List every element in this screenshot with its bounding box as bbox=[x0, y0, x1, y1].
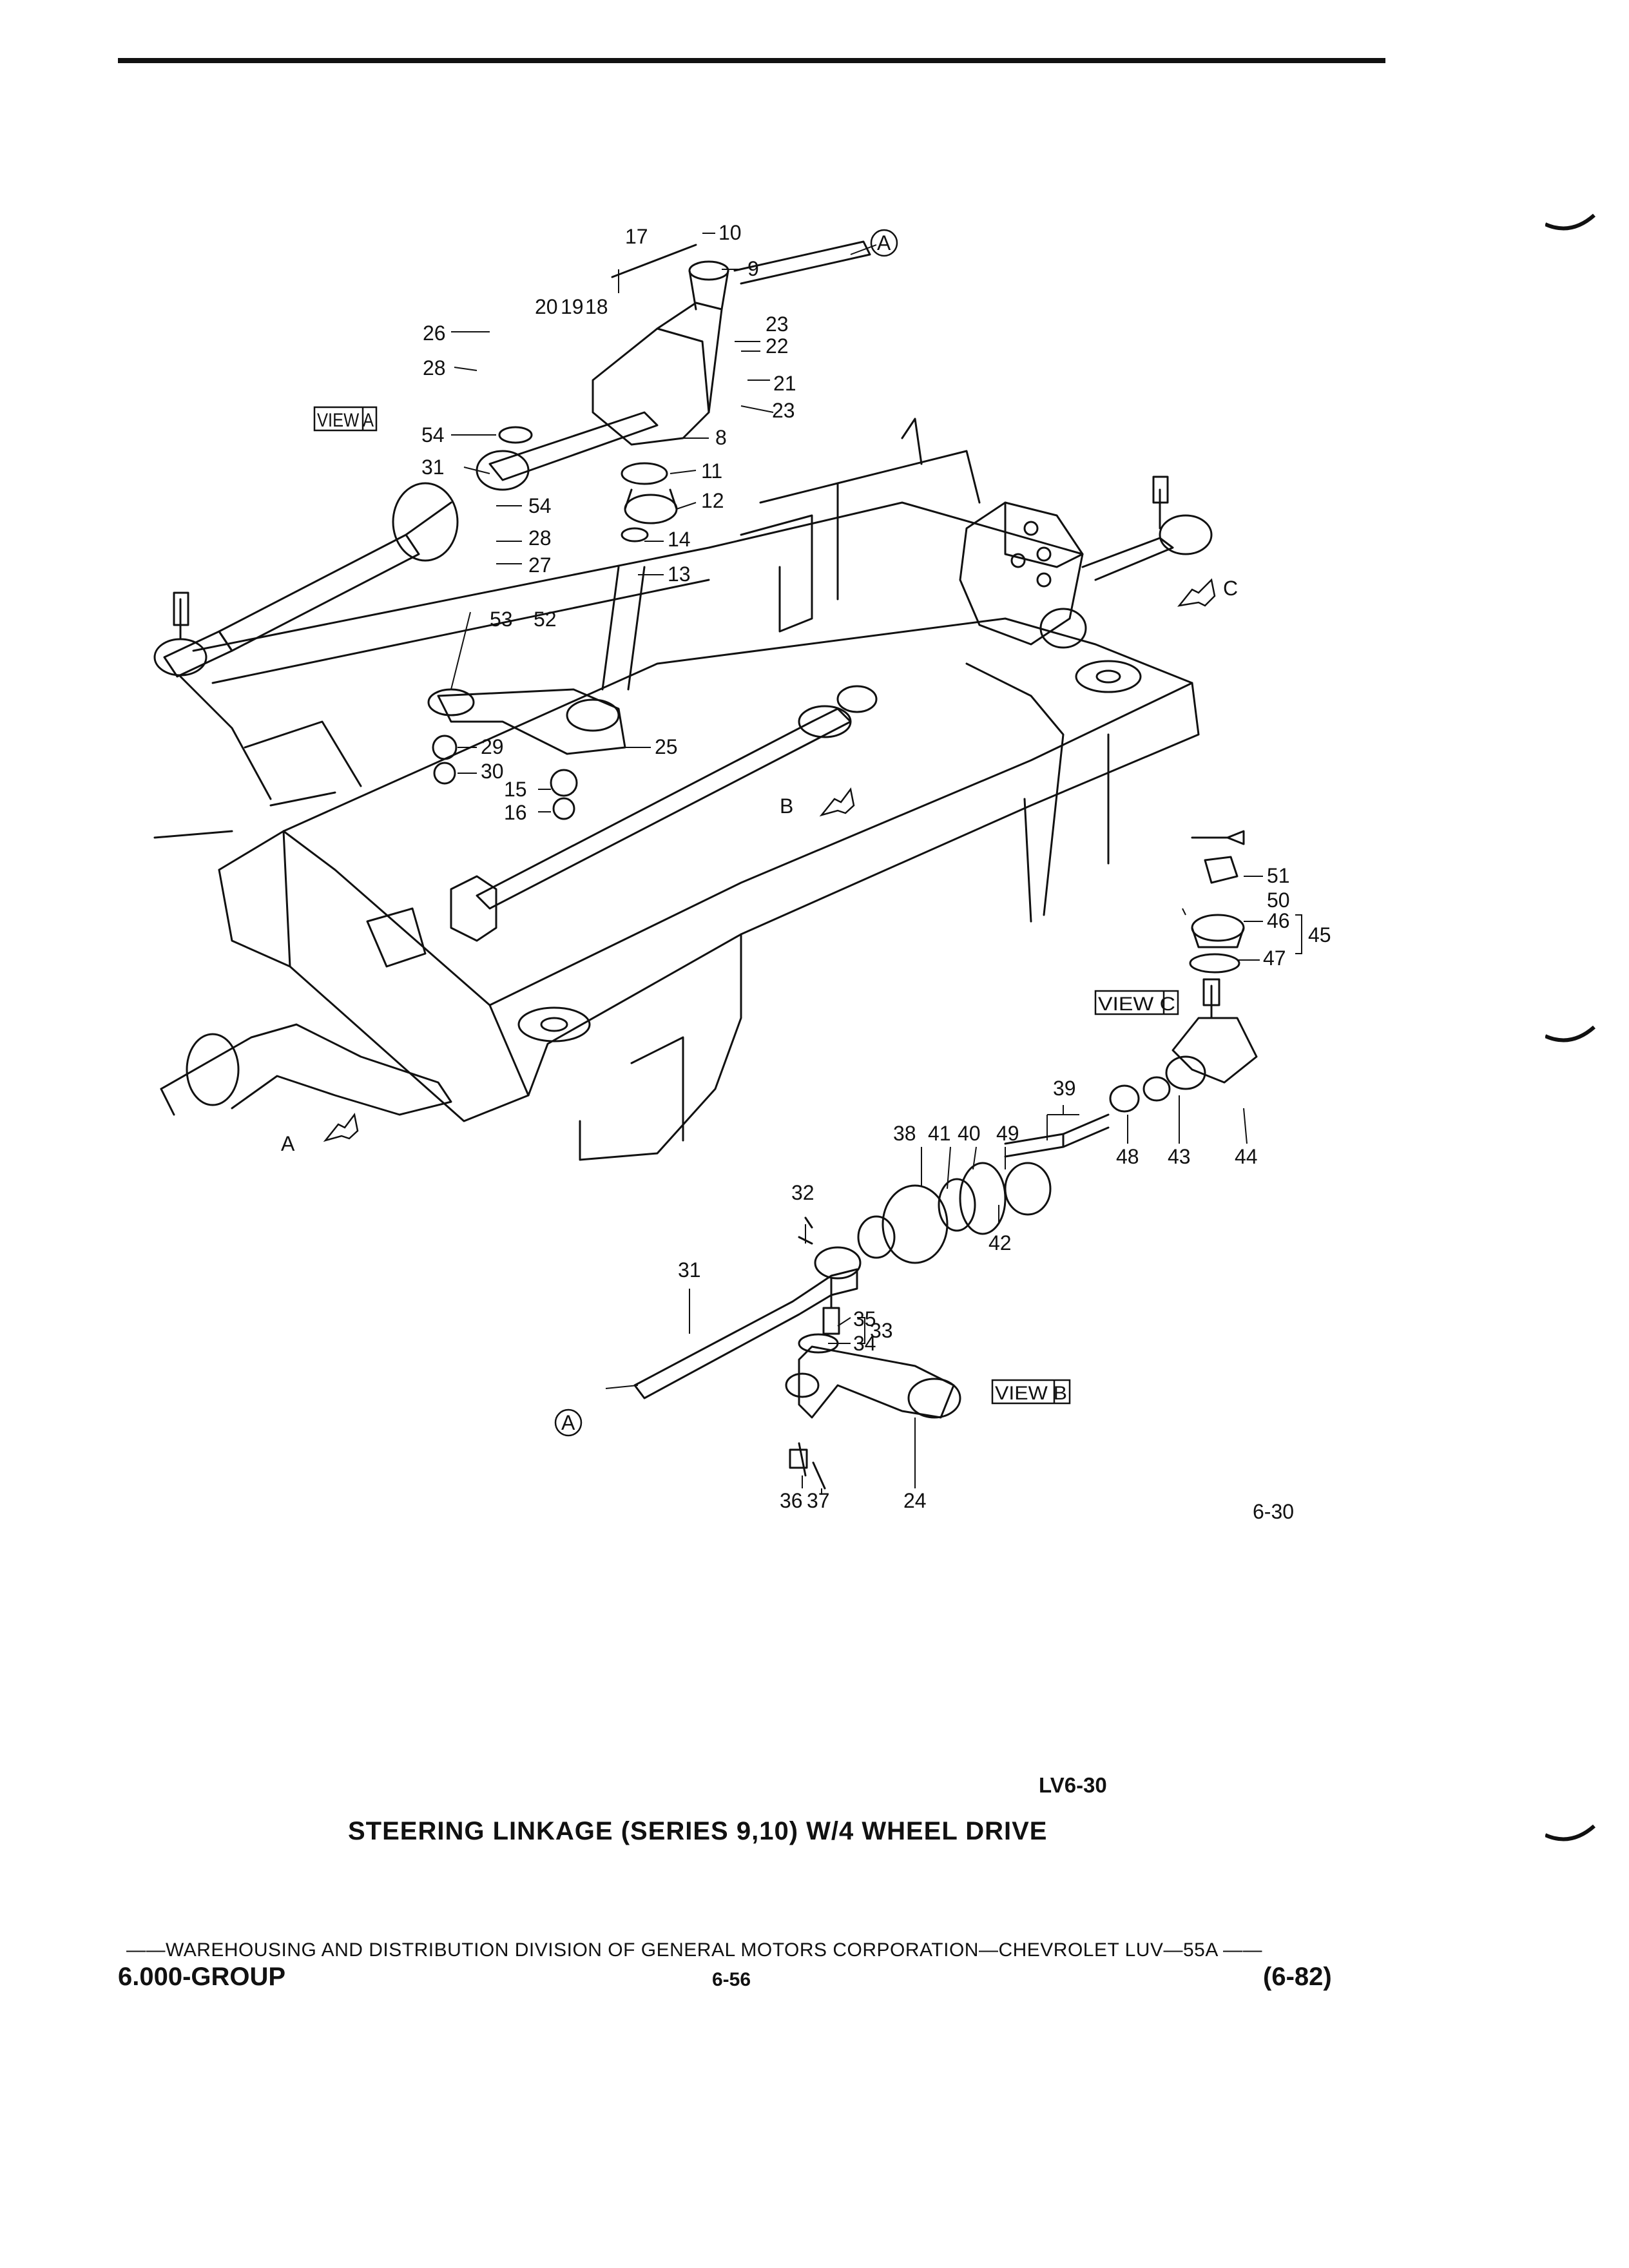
binding-mark-bottom bbox=[1545, 1824, 1595, 1841]
binding-mark-top bbox=[1545, 213, 1595, 231]
label-30: 30 bbox=[481, 760, 504, 783]
label-31b: 31 bbox=[678, 1258, 701, 1282]
label-52: 52 bbox=[534, 608, 557, 631]
label-14: 14 bbox=[668, 528, 691, 551]
label-26: 26 bbox=[423, 322, 446, 345]
label-12: 12 bbox=[701, 489, 724, 512]
view-c-box bbox=[1094, 990, 1179, 1015]
frame-drawing bbox=[153, 418, 1200, 1161]
label-9: 9 bbox=[747, 257, 759, 280]
view-a-box bbox=[313, 406, 378, 432]
footer-date: (6-82) bbox=[1263, 1963, 1332, 1991]
label-15: 15 bbox=[504, 778, 527, 801]
view-a-label: VIEW A bbox=[317, 410, 374, 431]
label-a-circle: A bbox=[561, 1411, 575, 1434]
label-21: 21 bbox=[773, 372, 796, 395]
label-39: 39 bbox=[1053, 1077, 1076, 1100]
label-53: 53 bbox=[490, 608, 513, 631]
label-29: 29 bbox=[481, 735, 504, 758]
label-17: 17 bbox=[625, 225, 648, 248]
label-27: 27 bbox=[528, 553, 552, 577]
label-37: 37 bbox=[807, 1489, 830, 1512]
view-c-label: VIEW C bbox=[1098, 994, 1175, 1015]
label-46: 46 bbox=[1267, 909, 1290, 932]
label-49: 49 bbox=[996, 1122, 1019, 1145]
label-32: 32 bbox=[791, 1181, 815, 1204]
label-24: 24 bbox=[903, 1489, 927, 1512]
label-38: 38 bbox=[893, 1122, 916, 1145]
label-11: 11 bbox=[701, 459, 722, 483]
label-c: C bbox=[1223, 577, 1238, 600]
label-18: 18 bbox=[585, 295, 608, 318]
label-47: 47 bbox=[1263, 947, 1286, 970]
label-35: 35 bbox=[853, 1307, 876, 1331]
label-22: 22 bbox=[766, 334, 789, 358]
label-48: 48 bbox=[1116, 1145, 1139, 1168]
part-labels: 10 9 17 A 20 19 18 23 22 21 23 26 28 VIE… bbox=[281, 221, 1331, 1512]
label-43: 43 bbox=[1168, 1145, 1191, 1168]
label-25: 25 bbox=[655, 735, 678, 758]
label-a-top: A bbox=[877, 231, 891, 255]
label-54a: 54 bbox=[421, 423, 445, 447]
label-34: 34 bbox=[853, 1332, 876, 1355]
footer-publisher-line: ——WAREHOUSING AND DISTRIBUTION DIVISION … bbox=[126, 1939, 1263, 1961]
label-23b: 23 bbox=[772, 399, 795, 422]
label-44: 44 bbox=[1235, 1145, 1258, 1168]
label-13: 13 bbox=[668, 562, 691, 586]
callout-a-circle-bottom bbox=[554, 1408, 583, 1437]
label-42: 42 bbox=[988, 1231, 1012, 1254]
label-40: 40 bbox=[958, 1122, 981, 1145]
label-28b: 28 bbox=[528, 526, 552, 550]
label-28a: 28 bbox=[423, 356, 446, 380]
label-54b: 54 bbox=[528, 494, 552, 517]
label-16: 16 bbox=[504, 801, 527, 824]
label-50: 50 bbox=[1267, 889, 1290, 912]
figure-number: 6-30 bbox=[1253, 1500, 1295, 1523]
view-b-box bbox=[991, 1379, 1071, 1405]
view-arrow-marks bbox=[323, 578, 1216, 1142]
label-36: 36 bbox=[780, 1489, 803, 1512]
label-33: 33 bbox=[870, 1319, 893, 1342]
footer-group: 6.000-GROUP bbox=[118, 1963, 286, 1991]
leader-lines bbox=[450, 233, 1263, 1495]
drawing-number: LV6-30 bbox=[1039, 1773, 1107, 1797]
label-41: 41 bbox=[928, 1122, 951, 1145]
page-title: STEERING LINKAGE (SERIES 9,10) W/4 WHEEL… bbox=[348, 1817, 1048, 1845]
label-51: 51 bbox=[1267, 864, 1290, 887]
top-rule bbox=[118, 58, 1385, 63]
view-b-label: VIEW B bbox=[995, 1383, 1067, 1404]
label-31a: 31 bbox=[421, 456, 445, 479]
label-23a: 23 bbox=[766, 312, 789, 336]
label-b: B bbox=[780, 794, 793, 818]
footer-page-number: 6-56 bbox=[712, 1969, 751, 1990]
linkage-parts bbox=[153, 240, 1258, 1490]
bracket-marks bbox=[857, 914, 1302, 1344]
label-20: 20 bbox=[535, 295, 558, 318]
label-8: 8 bbox=[715, 426, 727, 449]
label-10: 10 bbox=[718, 221, 742, 244]
label-19: 19 bbox=[561, 295, 584, 318]
label-a-bottom: A bbox=[281, 1132, 295, 1155]
callout-a-circle-top bbox=[870, 229, 898, 257]
binding-mark-middle bbox=[1545, 1025, 1595, 1043]
label-45: 45 bbox=[1308, 923, 1331, 947]
